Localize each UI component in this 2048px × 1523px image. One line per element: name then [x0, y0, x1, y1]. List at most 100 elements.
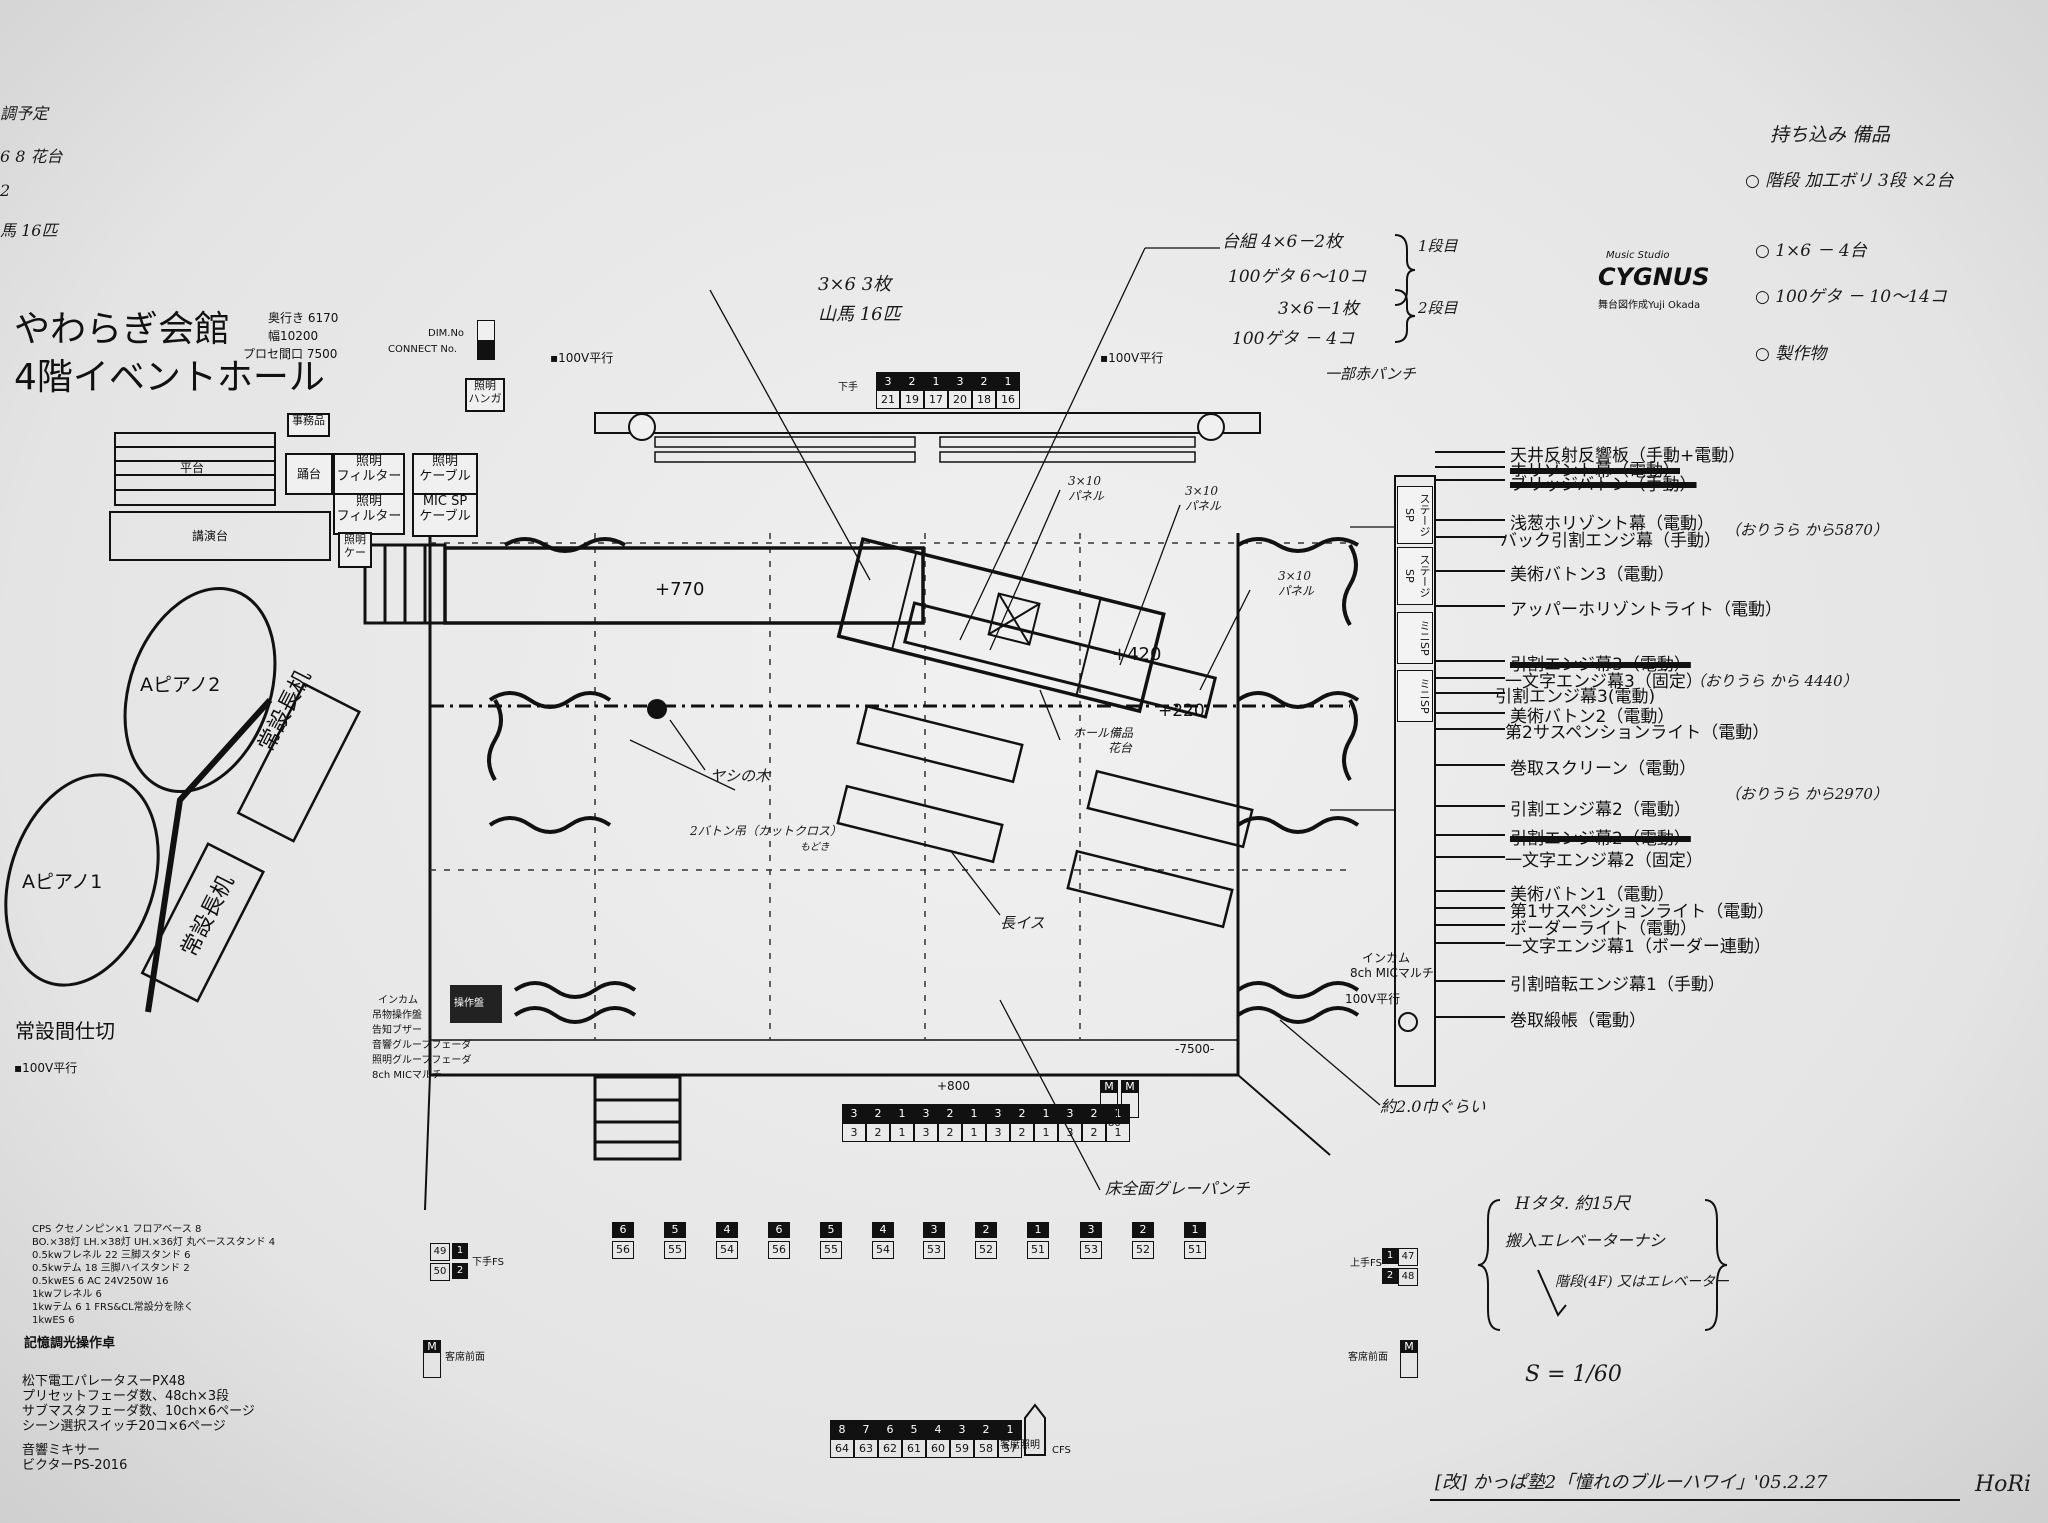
note-access-1: Hタタ. 約15尺 — [1515, 1194, 1631, 1214]
house-line-right — [1237, 1074, 1331, 1156]
top-strip-top-cell-3: 3 — [948, 372, 972, 391]
rig-4: バック引割エンジ幕（手動） — [1500, 531, 1721, 551]
partition-line — [145, 697, 273, 1013]
panel-fly: 吊物操作盤 — [372, 1010, 422, 1021]
rig-3: 浅葱ホリゾント幕（電動） — [1510, 514, 1714, 534]
rig-0: 天井反射反響板（手動+電動） — [1510, 446, 1746, 466]
rig-12: 巻取スクリーン（電動） — [1510, 759, 1697, 779]
rig-5: 美術バトン3（電動） — [1510, 565, 1675, 585]
bench-3 — [1086, 769, 1254, 849]
rig-15: 一文字エンジ幕2（固定） — [1505, 851, 1703, 871]
dimmer-dim-no: DIM.No — [428, 328, 465, 339]
rig-14: 引割エンジ幕2（電動） — [1510, 829, 1691, 849]
rigging-ticks — [1435, 451, 1505, 1018]
dim-proscenium: プロセ間口 7500 — [243, 347, 338, 361]
back-strip-bottom-cell-1: 63 — [854, 1439, 878, 1458]
front-strip-bottom-cell-11: 1 — [1106, 1123, 1130, 1142]
equipment-row-2: 0.5kwフレネル 22 三脚スタンド 6 — [32, 1250, 191, 1261]
equipment-row-5: 1kwフレネル 6 — [32, 1289, 102, 1300]
bench-2 — [836, 784, 1004, 864]
batten-top-left — [654, 436, 916, 448]
stage-height-420: +420 — [1112, 644, 1162, 665]
rig-17: 第1サスペンションライト（電動） — [1510, 902, 1775, 922]
equipment-row-3: 0.5kwテム 18 三脚ハイスタンド 2 — [32, 1263, 190, 1274]
top-strip-left: 下手 — [838, 382, 858, 393]
top-strip-top-cell-5: 1 — [996, 372, 1020, 391]
top-strip-top-cell-0: 3 — [876, 372, 900, 391]
note-platform2-b: 100ゲタ 6～10コ — [1228, 267, 1367, 287]
top-strip-top-cell-4: 2 — [972, 372, 996, 391]
piano-2-label: Aピアノ2 — [140, 674, 221, 696]
back-strip-top-cell-5: 3 — [950, 1420, 974, 1439]
front-strip-top-cell-6: 3 — [986, 1104, 1010, 1123]
equip-title: 持ち込み 備品 — [1770, 124, 1891, 146]
note-floor: 床全面グレーパンチ — [1105, 1179, 1250, 1198]
piano-2-outline — [123, 586, 277, 794]
rig-2: ブリッジバトン（手動） — [1510, 475, 1697, 495]
equipment-row-1: BO.×38灯 LH.×38灯 UH.×36灯 丸ベーススタンド 4 — [32, 1237, 276, 1248]
dim-depth: 奥行き 6170 — [268, 311, 339, 325]
back-strip-top-cell-7: 1 — [998, 1420, 1022, 1439]
note-3x10-b-1: 3×10 — [1185, 484, 1218, 498]
side-speaker-1: ステージSP — [1397, 486, 1433, 544]
back-strip-bottom-cell-3: 61 — [902, 1439, 926, 1458]
bench-1 — [856, 704, 1024, 784]
equipment-row-7: 1kwES 6 — [32, 1315, 75, 1326]
koendai-box — [109, 511, 331, 561]
outlet-label-right: ▪100V平行 — [1100, 351, 1164, 365]
note-scale: S = 1/60 — [1525, 1362, 1622, 1387]
batten-top-right-2 — [939, 451, 1196, 463]
rig-18: ボーダーライト（電動） — [1510, 919, 1697, 939]
note-platform1-a: 3×6 3枚 — [818, 274, 892, 295]
top-strip-bottom-cell-4: 18 — [972, 390, 996, 409]
panel-light-fader: 照明グループフェーダ — [372, 1055, 472, 1066]
back-strip-top-cell-2: 6 — [878, 1420, 902, 1439]
panel-buzzer: 告知ブザー — [372, 1025, 422, 1036]
rig-note-3: （おりうら から2970） — [1725, 785, 1888, 803]
stage-grid — [430, 533, 1350, 1040]
bench-4 — [1066, 849, 1234, 929]
note-platform2-d: 100ゲタ － 4コ — [1232, 329, 1355, 349]
platform-770 — [443, 546, 925, 625]
equipment-row-6: 1kwテム 6 1 FRS&CL常設分を除く — [32, 1302, 194, 1313]
storage-light-2: 照明 フィルター — [333, 493, 405, 535]
storage-heidai-label: 平台 — [180, 461, 205, 475]
back-strip-bottom-cell-4: 60 — [926, 1439, 950, 1458]
storage-jimuhin: 事務品 — [287, 413, 330, 437]
front-strip-bottom-cell-8: 1 — [1034, 1123, 1058, 1142]
panel-mic-multi: 8ch MICマルチ — [372, 1070, 442, 1081]
note-batten-1: 2バトン吊（カットクロス） — [690, 824, 842, 838]
top-strip-bottom-cell-5: 16 — [996, 390, 1020, 409]
panel-sound-fader: 音響グループフェーダ — [372, 1040, 472, 1051]
note-3x10-c-2: パネル — [1278, 584, 1315, 598]
front-strip-bottom-cell-7: 2 — [1010, 1123, 1034, 1142]
note-tenugui: 約2.0巾ぐらい — [1380, 1097, 1486, 1116]
equip-4: ○ 製作物 — [1755, 344, 1827, 364]
flower-stand — [987, 592, 1041, 646]
storage-hanger: 照明 ハンガ — [465, 378, 505, 412]
batten-top-right — [939, 436, 1196, 448]
front-strip-bottom-cell-1: 2 — [866, 1123, 890, 1142]
dim-width: 幅10200 — [268, 329, 319, 343]
note-access-3: 階段(4F) 又はエレベーター — [1555, 1274, 1729, 1290]
piano-1-label: Aピアノ1 — [22, 871, 103, 893]
back-strip-label: 客席照明 — [1000, 1440, 1040, 1451]
note-3x10-a-1: 3×10 — [1068, 474, 1101, 488]
palm-tree-marker — [647, 699, 667, 719]
back-strip-bottom-cell-2: 62 — [878, 1439, 902, 1458]
panel-intercom: インカム — [378, 995, 418, 1006]
front-strip-bottom-cell-2: 1 — [890, 1123, 914, 1142]
